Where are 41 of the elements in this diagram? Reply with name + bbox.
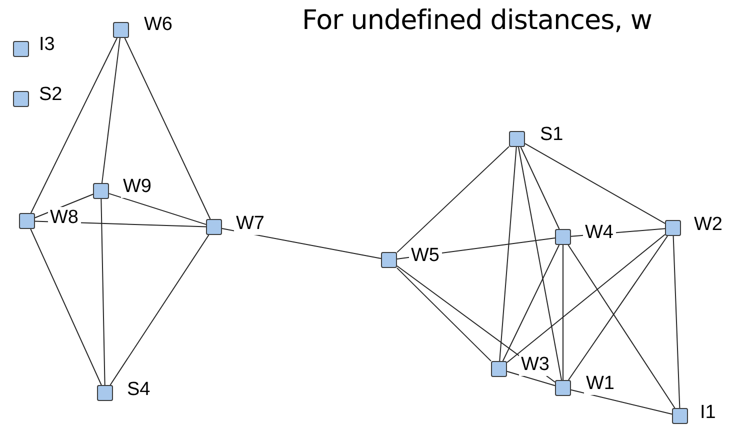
connector-line bbox=[672, 236, 680, 408]
connector-line bbox=[562, 244, 564, 380]
vertex-label: W3 bbox=[519, 354, 552, 376]
connector-line bbox=[124, 38, 211, 220]
vertex-square bbox=[555, 229, 571, 245]
vertex-label: W1 bbox=[584, 373, 616, 395]
vertex-square bbox=[113, 22, 129, 38]
connector-line bbox=[570, 389, 672, 415]
connector-line bbox=[108, 193, 206, 225]
connector-line bbox=[102, 38, 120, 184]
vertex-label: W9 bbox=[121, 176, 154, 198]
connector-line bbox=[222, 228, 382, 259]
connector-line bbox=[396, 267, 492, 362]
connector-line bbox=[110, 234, 210, 386]
vertex-square bbox=[206, 219, 222, 235]
heading-text: For undefined distances, w bbox=[302, 4, 652, 38]
vertex-square bbox=[509, 131, 525, 147]
vertex-square bbox=[97, 385, 113, 401]
vertex-square bbox=[491, 361, 507, 377]
connector-line bbox=[518, 146, 562, 380]
connector-line bbox=[520, 146, 560, 230]
vertex-square bbox=[13, 41, 29, 57]
connector-line bbox=[499, 146, 517, 362]
vertex-square bbox=[93, 183, 109, 199]
connector-line bbox=[506, 370, 556, 386]
connector-line bbox=[30, 228, 102, 386]
connector-line bbox=[524, 143, 666, 224]
vertex-square bbox=[665, 220, 681, 236]
vertex-square bbox=[19, 213, 35, 229]
connector-line bbox=[568, 236, 668, 380]
connector-line bbox=[396, 146, 510, 253]
connector-line bbox=[30, 38, 118, 214]
connector-line bbox=[502, 244, 560, 362]
connector-line bbox=[100, 198, 106, 386]
vertex-label: W7 bbox=[234, 213, 266, 235]
vertex-square bbox=[555, 380, 571, 396]
vertex-square bbox=[13, 91, 29, 107]
connector-line bbox=[568, 244, 676, 408]
vertex-square bbox=[381, 252, 397, 268]
vertex-square bbox=[672, 408, 688, 424]
connector-line bbox=[506, 234, 666, 364]
